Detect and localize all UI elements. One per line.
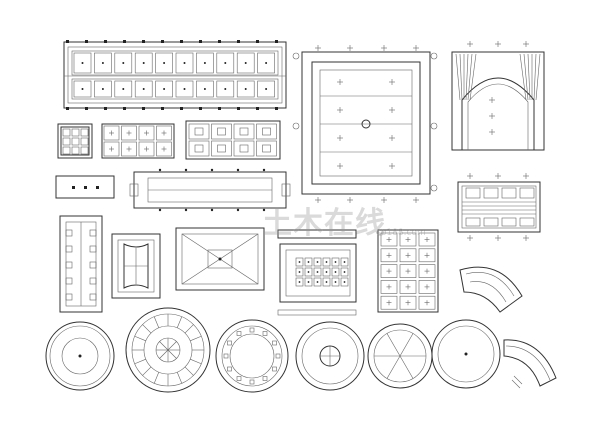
notched-ceiling-panel (129, 168, 291, 212)
watermark-url: co188.com (376, 228, 426, 238)
square-ceiling-plan (292, 45, 438, 203)
stage-ceiling-plan (277, 229, 357, 316)
arched-ceiling-plan (451, 41, 545, 151)
vertical-notched-panel (59, 215, 103, 313)
oval-ceiling-panel (111, 233, 161, 299)
grid-ceiling-3x3 (57, 123, 93, 159)
linear-light-bar (55, 175, 115, 199)
box-grid-ceiling (377, 229, 439, 313)
round-ceiling-5 (367, 323, 433, 389)
arc-ceiling-segment (503, 339, 557, 389)
tile-ceiling-small (101, 123, 175, 159)
striped-ceiling-panel (457, 173, 541, 241)
round-ceiling-4 (295, 321, 365, 391)
round-ceiling-1 (45, 321, 115, 391)
round-ceiling-6 (431, 319, 501, 389)
round-ceiling-2 (125, 307, 211, 393)
pyramid-ceiling-plan (175, 227, 265, 291)
coffered-strip-plan (63, 40, 287, 110)
tile-ceiling-wide (185, 120, 281, 160)
watermark-title: 土木在线 (262, 206, 386, 241)
round-ceiling-3 (215, 319, 289, 393)
curved-ceiling-plan (459, 266, 523, 313)
